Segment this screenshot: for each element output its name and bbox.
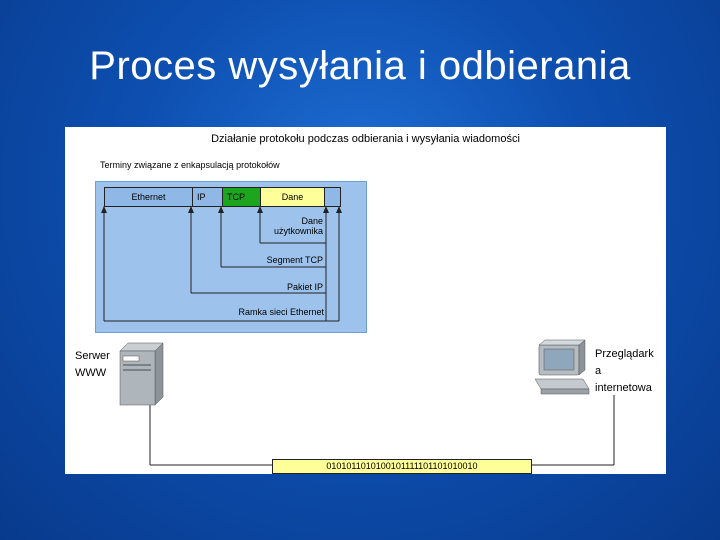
encapsulation-brackets — [103, 206, 340, 322]
diagram-title: Działanie protokołu podczas odbierania i… — [211, 133, 520, 145]
label-user-data-line1: Dane — [301, 216, 323, 226]
slide-title: Proces wysyłania i odbierania — [89, 44, 631, 88]
label-user-data: Dane użytkownika — [251, 216, 323, 236]
field-dane: Dane — [261, 188, 325, 206]
frame-structure: Ethernet IP TCP Dane — [104, 187, 341, 207]
network-cable — [149, 395, 615, 466]
connector-lines — [101, 206, 615, 466]
label-ip-packet: Pakiet IP — [286, 282, 323, 292]
label-user-data-line2: użytkownika — [273, 226, 323, 236]
arrow-heads — [101, 206, 342, 213]
server-label: Serwer WWW — [75, 348, 110, 382]
diagram-panel: Działanie protokołu podczas odbierania i… — [65, 127, 666, 474]
client-label-line3: internetowa — [595, 382, 652, 394]
field-ethernet: Ethernet — [105, 188, 193, 206]
label-ethernet-frame: Ramka sieci Ethernet — [238, 307, 324, 317]
label-tcp-segment: Segment TCP — [266, 255, 323, 265]
binary-stream: 0101011010100101111101101010010 — [272, 459, 532, 474]
client-label-line1: Przeglądark — [595, 348, 654, 360]
computer-icon — [534, 339, 590, 395]
server-label-line2: WWW — [75, 367, 107, 379]
server-label-line1: Serwer — [75, 350, 110, 362]
field-tcp: TCP — [223, 188, 261, 206]
server-icon — [119, 342, 164, 406]
encapsulation-caption: Terminy związane z enkapsulacją protokoł… — [100, 160, 280, 170]
client-label: Przeglądark a internetowa — [595, 346, 654, 397]
field-ip: IP — [193, 188, 223, 206]
client-label-line2: a — [595, 365, 602, 377]
